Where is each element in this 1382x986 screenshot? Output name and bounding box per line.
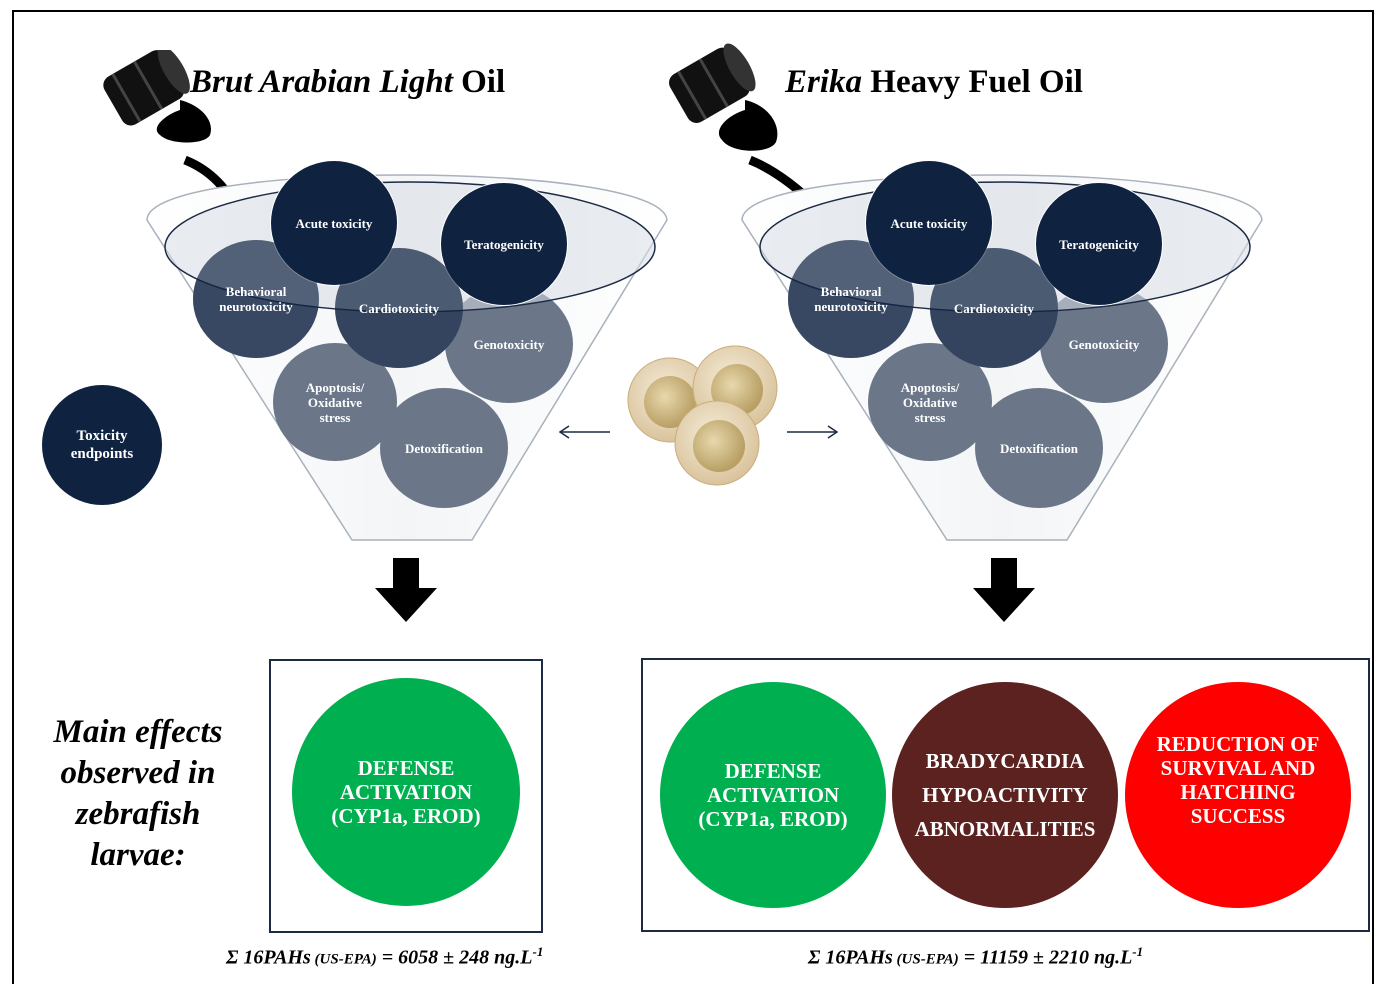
right-down-arrow-icon: [973, 558, 1035, 622]
left-cardiotoxicity-label: Cardiotoxicity: [358, 300, 440, 316]
effects-label-4: larvae:: [90, 837, 186, 873]
left-behavioral-label-1: Behavioral: [225, 284, 287, 299]
right-pah-exponent: -1: [1132, 944, 1144, 959]
right-detoxification-circle: Detoxification: [975, 388, 1103, 508]
hypoactivity-label: HYPOACTIVITY: [922, 783, 1088, 807]
left-acute-label: Acute toxicity: [295, 215, 373, 231]
left-apoptosis-label-3: stress: [319, 409, 351, 425]
right-oil-suffix: Heavy Fuel Oil: [862, 64, 1083, 100]
left-effects-box: [269, 659, 543, 933]
left-behavioral-label-2: neurotoxicity: [219, 299, 293, 314]
zebrafish-eggs-icon: [558, 345, 839, 486]
right-teratogenicity-circle: Teratogenicity: [1035, 182, 1163, 306]
effects-label-2: observed in: [60, 755, 216, 791]
left-defense-label-2: ACTIVATION: [339, 780, 473, 804]
right-cardiotoxicity-label: Cardiotoxicity: [953, 300, 1035, 316]
right-cardiotoxicity-overlay: Cardiotoxicity: [930, 248, 1058, 368]
right-pah-method: (US-EPA): [892, 951, 959, 968]
right-oil-name: Erika: [785, 64, 863, 100]
left-apoptosis-label-1: Apoptosis/: [305, 379, 365, 395]
right-defense-label-3: (CYP1a, EROD): [698, 807, 848, 831]
left-genotoxicity-label: Genotoxicity: [473, 336, 545, 352]
left-defense-label-3: (CYP1a, EROD): [331, 804, 481, 828]
left-down-arrow-icon: [375, 558, 437, 622]
left-pah-exponent: -1: [532, 944, 544, 959]
left-pah-method: (US-EPA): [310, 951, 377, 968]
effects-label-3: zebrafish: [75, 796, 201, 832]
left-teratogenicity-circle: Teratogenicity: [440, 182, 568, 306]
left-oil-title: Brut Arabian Light Oil: [190, 64, 505, 101]
reduction-label-2: SURVIVAL AND: [1160, 756, 1316, 780]
right-pah-value: = 11159 ± 2210 ng.L: [958, 946, 1133, 969]
reduction-label-1: REDUCTION OF: [1156, 732, 1320, 756]
right-behavioral-label-2: neurotoxicity: [814, 299, 888, 314]
left-defense-label-1: DEFENSE: [357, 756, 455, 780]
main-effects-label: Main effects observed in zebrafish larva…: [28, 712, 248, 876]
right-effects-box: [641, 658, 1370, 932]
right-pah-total: Σ 16PAHs (US-EPA) = 11159 ± 2210 ng.L-1: [808, 944, 1143, 970]
figure-frame: [12, 10, 1374, 984]
right-teratogenicity-label: Teratogenicity: [1059, 236, 1139, 252]
right-defense-label-2: ACTIVATION: [706, 783, 840, 807]
effects-label-1: Main effects: [53, 714, 223, 750]
legend-label-1: Toxicity: [76, 428, 128, 444]
left-oil-suffix: Oil: [452, 64, 506, 100]
left-detoxification-circle: Detoxification: [380, 388, 508, 508]
right-oil-title: Erika Heavy Fuel Oil: [785, 64, 1083, 101]
right-genotoxicity-label: Genotoxicity: [1068, 336, 1140, 352]
left-pah-total: Σ 16PAHs (US-EPA) = 6058 ± 248 ng.L-1: [226, 944, 543, 970]
left-pah-prefix: Σ 16PAHs: [226, 946, 311, 969]
right-behavioral-label-1: Behavioral: [820, 284, 882, 299]
reduction-label-3: HATCHING: [1180, 780, 1296, 804]
left-pah-value: = 6058 ± 248 ng.L: [376, 946, 533, 969]
right-apoptosis-label-1: Apoptosis/: [900, 379, 960, 395]
right-apoptosis-label-2: Oxidative: [902, 394, 958, 410]
right-detoxification-label: Detoxification: [1000, 440, 1078, 456]
right-defense-label-1: DEFENSE: [724, 759, 822, 783]
abnormalities-label: ABNORMALITIES: [914, 817, 1096, 841]
left-oil-name: Brut Arabian Light: [190, 64, 453, 100]
left-detoxification-label: Detoxification: [405, 440, 483, 456]
left-teratogenicity-label: Teratogenicity: [464, 236, 544, 252]
bradycardia-label: BRADYCARDIA: [925, 749, 1085, 773]
right-acute-label: Acute toxicity: [890, 215, 968, 231]
right-apoptosis-label-3: stress: [914, 409, 946, 425]
legend-label-2: endpoints: [70, 446, 134, 462]
reduction-label-4: SUCCESS: [1190, 804, 1286, 828]
toxicity-endpoints-legend: Toxicity endpoints: [42, 385, 162, 505]
left-apoptosis-label-2: Oxidative: [307, 394, 363, 410]
right-pah-prefix: Σ 16PAHs: [808, 946, 893, 969]
left-cardiotoxicity-overlay: Cardiotoxicity: [335, 248, 463, 368]
bradycardia-circle: BRADYCARDIA HYPOACTIVITY ABNORMALITIES: [892, 682, 1118, 908]
